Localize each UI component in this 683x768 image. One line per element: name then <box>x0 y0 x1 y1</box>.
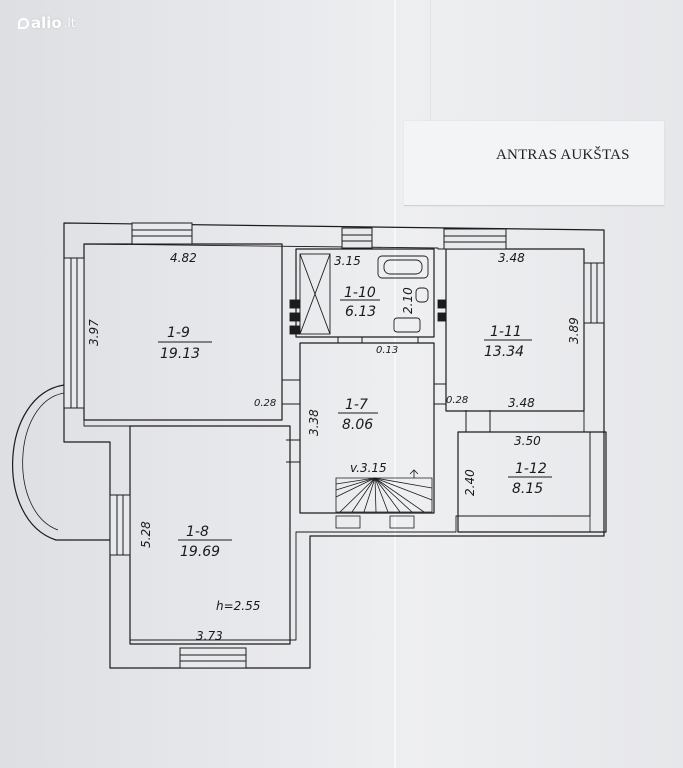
dim-3-97: 3.97 <box>87 319 101 346</box>
dim-3-48-top: 3.48 <box>498 251 525 265</box>
watermark-tld: .lt <box>63 16 76 30</box>
window-top-1-10 <box>341 227 373 249</box>
room-1-12-id: 1-12 <box>515 461 547 477</box>
dim-3-89: 3.89 <box>567 317 581 344</box>
window-right-1-11 <box>583 262 605 324</box>
bay-window-inner <box>22 392 65 531</box>
dim-4-82: 4.82 <box>170 251 197 265</box>
room-1-10-id: 1-10 <box>344 285 376 301</box>
window-left-1-8 <box>109 494 131 556</box>
dim-5-28: 5.28 <box>139 521 153 548</box>
room-1-11-outline <box>445 248 585 412</box>
staircase <box>335 469 433 529</box>
bathtub <box>377 255 429 279</box>
dim-0-28-left: 0.28 <box>254 398 276 409</box>
room-1-10-outline <box>295 248 435 338</box>
room-1-8-area: 19.69 <box>180 544 220 560</box>
dim-2-10: 2.10 <box>401 287 415 314</box>
window-bottom-1-8 <box>179 647 247 669</box>
watermark-brand: alio <box>31 14 62 32</box>
dim-3-50: 3.50 <box>514 434 541 448</box>
room-1-7-area: 8.06 <box>342 417 373 433</box>
window-top-1-9 <box>131 222 193 245</box>
dim-2-40: 2.40 <box>463 469 477 496</box>
dim-3-48-bottom: 3.48 <box>508 396 535 410</box>
room-1-9-area: 19.13 <box>160 346 200 362</box>
stair-height-label: v.3.15 <box>350 461 387 475</box>
room-1-12-area: 8.15 <box>512 481 543 497</box>
dim-3-38: 3.38 <box>307 409 321 436</box>
site-watermark: alio.lt <box>18 14 76 32</box>
toilet <box>415 287 429 303</box>
window-left-1-9 <box>63 257 85 409</box>
room-1-8-outline <box>129 425 291 645</box>
paper-fold-line <box>394 0 396 768</box>
paper-crease <box>430 0 431 130</box>
dim-3-15-top: 3.15 <box>334 254 361 268</box>
room-1-10-area: 6.13 <box>345 304 376 320</box>
room-1-7-id: 1-7 <box>345 397 368 413</box>
location-pin-icon <box>18 17 29 29</box>
room-1-7-outline <box>299 342 435 514</box>
shaft-box <box>299 253 331 335</box>
room-1-9-id: 1-9 <box>167 325 190 341</box>
outer-wall <box>63 222 605 669</box>
floor-title-label: ANTRAS AUKŠTAS <box>404 121 664 206</box>
floor-title: ANTRAS AUKŠTAS <box>496 147 630 163</box>
dim-0-28-right: 0.28 <box>446 395 468 406</box>
ceiling-height-label: h=2.55 <box>216 599 260 613</box>
room-1-12-outline <box>457 431 607 533</box>
dim-3-73: 3.73 <box>196 629 223 643</box>
room-1-11-id: 1-11 <box>490 324 522 340</box>
room-1-8-id: 1-8 <box>186 524 209 540</box>
room-1-11-area: 13.34 <box>484 344 524 360</box>
window-top-1-11 <box>443 228 507 250</box>
dim-0-13: 0.13 <box>376 345 398 356</box>
bay-window <box>12 384 121 541</box>
sink <box>393 317 421 333</box>
